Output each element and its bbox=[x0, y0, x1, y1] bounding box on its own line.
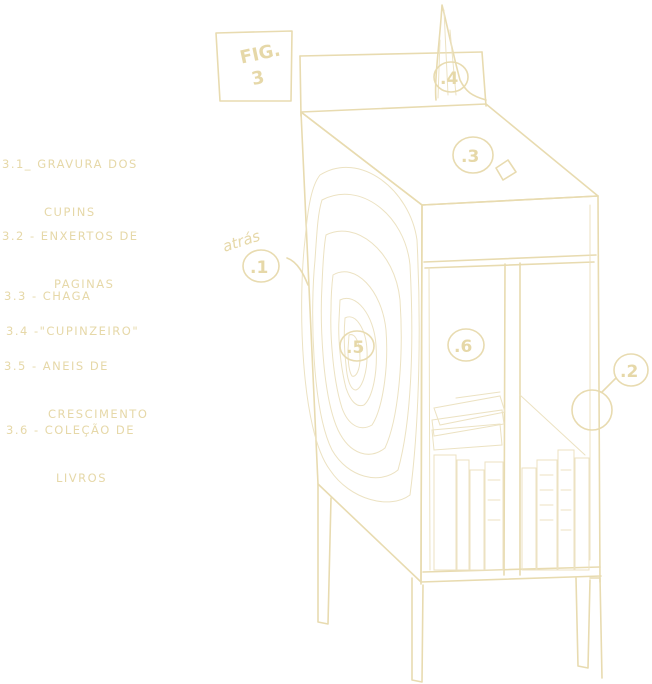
callout-1-label: .1 bbox=[250, 258, 268, 278]
callout-4: .4 bbox=[433, 61, 469, 93]
legs bbox=[317, 483, 603, 683]
callout-2: .2 bbox=[571, 353, 649, 431]
legend-item-3-5: 3.5 - ANEIS DE CRESCIMENTO bbox=[4, 326, 148, 438]
legend-item-3-4: 3.4 -"CUPINZEIRO" bbox=[6, 291, 139, 355]
legend-item-3-3-line1: 3.3 - CHAGA bbox=[4, 289, 92, 303]
legend-item-3-5-line2: CRESCIMENTO bbox=[48, 407, 149, 421]
legend-item-3-2-line1: 3.2 - ENXERTOS DE bbox=[2, 229, 139, 243]
legend-item-3-5-line1: 3.5 - ANEIS DE bbox=[4, 359, 109, 373]
callout-6-label: .6 bbox=[454, 337, 472, 357]
callout-4-label: .4 bbox=[440, 69, 458, 89]
callout-5: .5 bbox=[339, 330, 375, 362]
legend-item-3-6-line2: LIVROS bbox=[56, 471, 108, 485]
callout-3-label: .3 bbox=[461, 147, 479, 167]
legend-item-3-2: 3.2 - ENXERTOS DE PAGINAS bbox=[2, 196, 139, 308]
top-surface bbox=[300, 103, 599, 206]
growth-rings bbox=[301, 166, 420, 503]
legend-item-3-3: 3.3 - CHAGA bbox=[4, 256, 91, 320]
legend-item-3-2-line2: PAGINAS bbox=[54, 277, 115, 291]
book-collection bbox=[431, 391, 590, 571]
legend-item-3-6-line1: 3.6 - COLEÇÃO DE bbox=[6, 423, 136, 437]
legend-item-3-1: 3.1_ GRAVURA DOS CUPINS bbox=[2, 124, 138, 236]
legend-item-3-6: 3.6 - COLEÇÃO DE LIVROS bbox=[6, 390, 135, 502]
callout-1: .1 atrás bbox=[220, 227, 309, 286]
legend-item-3-1-line1: 3.1_ GRAVURA DOS bbox=[2, 157, 138, 171]
callout-2-label: .2 bbox=[620, 362, 638, 382]
figure-title-line2: 3 bbox=[250, 67, 267, 90]
callout-6: .6 bbox=[447, 328, 485, 362]
figure-title-line1: FIG. bbox=[238, 40, 282, 69]
figure-title-box: FIG. 3 bbox=[215, 30, 293, 102]
callout-5-label: .5 bbox=[346, 338, 364, 358]
front-frame bbox=[420, 195, 602, 585]
callout-3: .3 bbox=[452, 136, 517, 181]
legend-item-3-1-line2: CUPINS bbox=[44, 205, 96, 219]
legend-item-3-4-line1: 3.4 -"CUPINZEIRO" bbox=[6, 324, 140, 338]
